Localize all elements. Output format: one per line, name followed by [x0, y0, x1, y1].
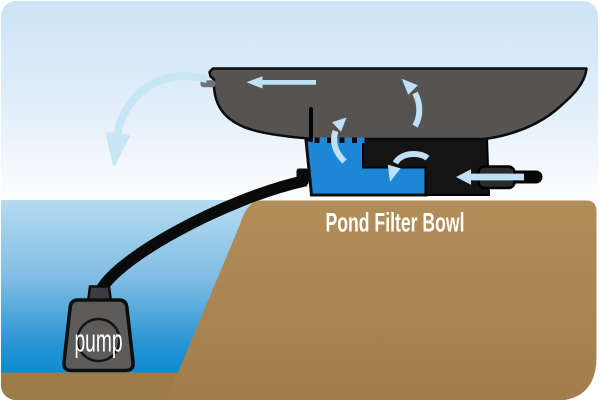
- svg-text:Pond Filter Bowl: Pond Filter Bowl: [326, 208, 465, 238]
- svg-text:pump: pump: [74, 322, 122, 358]
